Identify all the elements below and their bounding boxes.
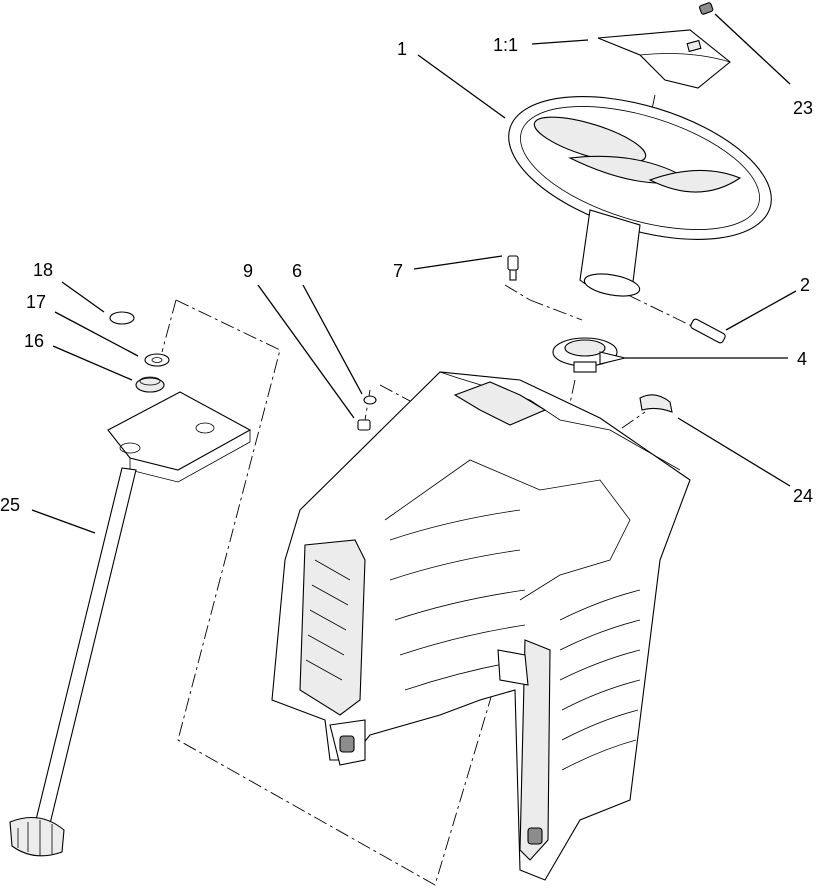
leader-17 xyxy=(54,311,139,357)
leader-lines xyxy=(31,13,797,534)
leader-2 xyxy=(725,290,797,331)
leader-1-1 xyxy=(531,39,589,45)
leader-1 xyxy=(417,54,506,119)
label-2: 2 xyxy=(800,275,810,295)
steering-wheel-cap xyxy=(597,29,731,89)
label-23: 23 xyxy=(793,98,813,118)
leader-6 xyxy=(302,284,363,395)
steering-shaft-part-25 xyxy=(9,467,137,857)
hub-adapter-part-4 xyxy=(552,337,626,373)
grommet-part-24 xyxy=(639,394,673,413)
leader-24 xyxy=(677,417,791,487)
steering-wheel xyxy=(508,96,772,297)
label-25: 25 xyxy=(0,495,20,515)
leader-25 xyxy=(31,509,96,534)
retaining-ring-part-18 xyxy=(109,311,135,325)
label-1-1: 1:1 xyxy=(493,35,518,55)
clip-part-23 xyxy=(699,2,714,15)
label-9: 9 xyxy=(243,261,253,281)
washer-part-17 xyxy=(144,353,170,367)
label-7: 7 xyxy=(393,261,403,281)
bolt-part-7 xyxy=(507,255,519,281)
label-24: 24 xyxy=(793,486,813,506)
nut-part-9 xyxy=(357,419,371,431)
leader-7 xyxy=(413,255,503,270)
dash-console-housing xyxy=(271,371,691,881)
label-17: 17 xyxy=(26,292,46,312)
label-16: 16 xyxy=(24,331,44,351)
label-18: 18 xyxy=(33,260,53,280)
roll-pin-part-2 xyxy=(690,318,726,344)
leader-23 xyxy=(714,13,791,85)
label-4: 4 xyxy=(797,349,807,369)
leader-16 xyxy=(52,345,133,381)
label-6: 6 xyxy=(292,261,302,281)
mounting-plate xyxy=(107,391,252,483)
leader-18 xyxy=(61,281,105,313)
washer-part-6 xyxy=(363,395,377,405)
leader-9 xyxy=(257,284,355,419)
callout-labels: 1 1:1 23 2 4 24 7 6 9 18 17 16 25 xyxy=(0,35,813,515)
bushing-part-16 xyxy=(135,376,165,393)
label-1: 1 xyxy=(397,39,407,59)
